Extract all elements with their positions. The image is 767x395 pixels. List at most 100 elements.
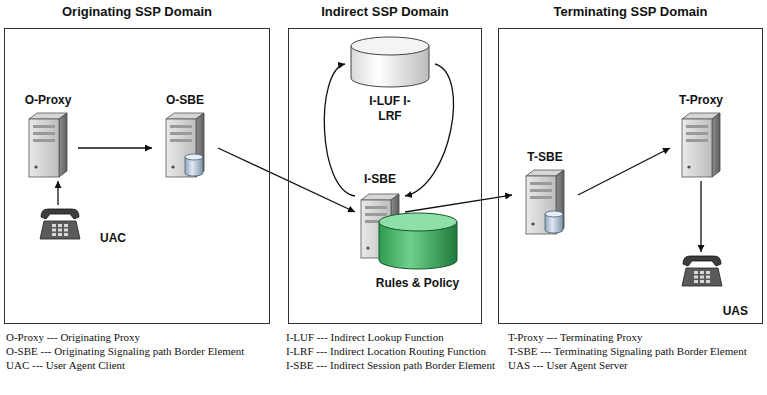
phone-key [706,271,710,274]
node-label: UAS [723,304,748,318]
phone-key [64,224,68,227]
signal-connector [405,195,512,212]
server-side [712,113,720,177]
signal-connector [700,181,701,252]
database-top [185,154,203,160]
phone-node: UAC [38,205,138,257]
phone-handset [683,256,721,266]
cylinder-top [379,213,457,231]
server-icon-box [25,111,71,185]
cylinder-icon-box [350,36,430,92]
drive-slot [33,132,55,135]
database-node: Rules & Policy [370,212,465,296]
phone-icon-box [38,205,82,245]
phone-key [64,233,68,236]
server-front [682,119,712,177]
phone-handset [41,209,79,219]
phone-base [682,268,722,286]
power-button [366,246,369,249]
node-label: Rules & Policy [376,276,459,290]
drive-slot [686,139,708,142]
phone-icon [38,205,82,241]
database-cylinder [350,36,430,88]
drive-slot [170,132,192,135]
server-icon-box [678,111,724,185]
server-icon-box [162,111,208,185]
node-label: UAC [100,231,126,245]
server-icon-box [522,168,568,242]
signal-connector [78,147,152,148]
drive-slot [33,139,55,142]
signal-connector [57,181,58,205]
node-label: I-SBE [364,172,396,186]
phone-key [58,229,62,232]
phone-key [706,276,710,279]
power-button [171,165,174,168]
phone-icon-box [680,252,724,292]
abbreviation-note: T-Proxy --- Terminating Proxy [508,331,765,344]
abbreviation-note: UAS --- User Agent Server [508,359,765,372]
server-node: O-Proxy [18,93,78,181]
region-title: Indirect SSP Domain [288,4,482,19]
domain-region: Originating SSP DomainO-Proxy O-SBE UAC [4,4,270,324]
signal-connector [218,148,355,212]
server-icon [522,168,568,238]
drive-slot [170,139,192,142]
power-button [687,165,690,168]
abbreviation-note: I-LRF --- Indirect Location Routing Func… [286,345,501,358]
drive-slot [365,213,387,216]
server-node: O-SBE [152,93,218,181]
server-icon [678,111,724,181]
domain-region: Terminating SSP DomainT-SBE T-ProxyUAS [498,4,763,324]
server-node: T-SBE [512,150,578,238]
phone-key [700,280,704,283]
abbreviation-note: I-SBE --- Indirect Session path Border E… [286,359,501,372]
cylinder-top [351,37,429,55]
database-node: I-LUF I-LRF [345,36,435,128]
drive-slot [530,189,552,192]
server-icon [25,111,71,181]
abbreviation-note: T-SBE --- Terminating Signaling path Bor… [508,345,765,358]
signal-connector [324,64,355,196]
signal-connector [578,148,670,195]
database-top [545,211,563,217]
server-node: T-Proxy [670,93,732,181]
database-cylinder [378,212,458,270]
phone-icon [680,252,724,288]
server-side [59,113,67,177]
power-button [531,222,534,225]
server-icon [162,111,208,181]
cylinder-icon-box [378,212,458,274]
phone-base [40,221,80,239]
abbreviation-note: UAC --- User Agent Client [6,359,268,372]
node-label: O-SBE [166,93,204,107]
domain-region: Indirect SSP DomainI-LUF I-LRF I-SBE Rules… [288,4,482,324]
abbreviation-note: O-Proxy --- Originating Proxy [6,331,268,344]
phone-key [694,276,698,279]
drive-slot [530,196,552,199]
node-label: O-Proxy [25,93,72,107]
region-title: Originating SSP Domain [4,4,270,19]
phone-key [58,224,62,227]
phone-key [52,229,56,232]
node-label: T-Proxy [679,93,723,107]
drive-slot [33,125,55,128]
abbreviation-note: I-LUF --- Indirect Lookup Function [286,331,501,344]
power-button [34,165,37,168]
phone-key [694,271,698,274]
drive-slot [686,132,708,135]
abbreviation-note: O-SBE --- Originating Signaling path Bor… [6,345,268,358]
region-title: Terminating SSP Domain [498,4,763,19]
server-front [29,119,59,177]
phone-key [52,233,56,236]
phone-key [706,280,710,283]
phone-key [700,271,704,274]
drive-slot [365,206,387,209]
node-label: T-SBE [527,150,562,164]
phone-key [694,280,698,283]
drive-slot [170,125,192,128]
phone-key [58,233,62,236]
drive-slot [686,125,708,128]
phone-node: UAS [662,252,750,318]
drive-slot [530,182,552,185]
